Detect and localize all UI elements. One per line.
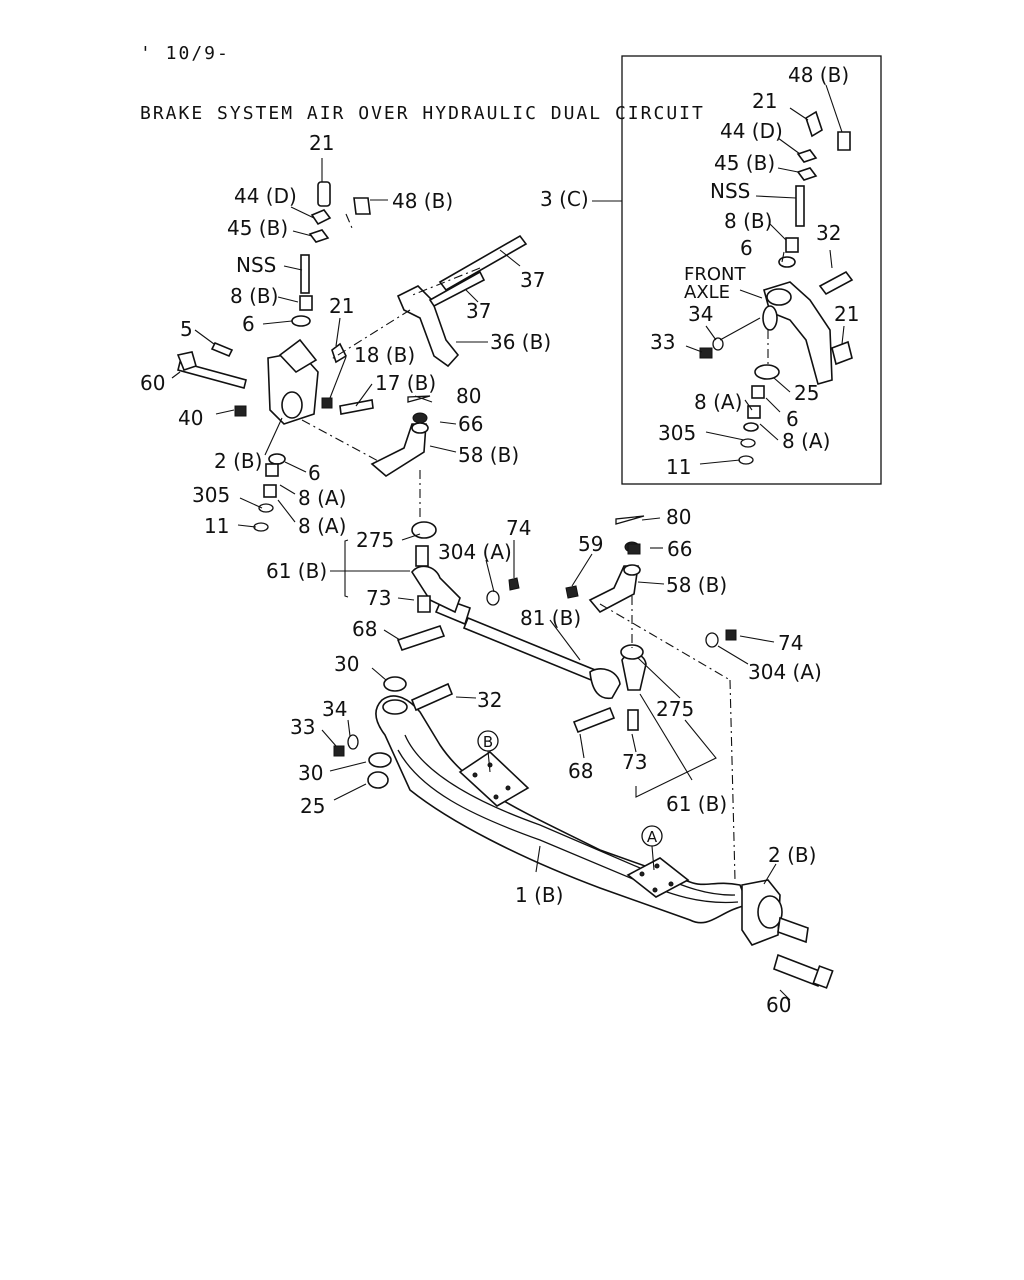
part-label: 305	[192, 483, 230, 507]
part-label: 17 (B)	[375, 371, 436, 395]
part-label: 275	[656, 697, 694, 721]
front-axle-label-line2: AXLE	[684, 282, 730, 303]
part-label: 1 (B)	[515, 883, 563, 907]
part-label: 44 (D)	[234, 184, 297, 208]
part-label: 21	[834, 302, 859, 326]
datum-marker-b: B	[477, 730, 499, 773]
upper-steering-knuckle	[176, 338, 319, 425]
part-label: 6	[740, 236, 753, 260]
left-tie-rod-end	[396, 545, 461, 651]
part-label: 40	[178, 406, 203, 430]
part-label: 304 (A)	[748, 660, 822, 684]
part-label: 36 (B)	[490, 330, 551, 354]
part-label: 37	[466, 299, 491, 323]
leader-lines	[171, 84, 845, 1001]
part-label: 33	[650, 330, 675, 354]
svg-text:A: A	[647, 828, 658, 846]
part-label: 8 (A)	[782, 429, 830, 453]
part-label: 61 (B)	[266, 559, 327, 583]
part-label: 25	[300, 794, 325, 818]
part-label: 45 (B)	[714, 151, 775, 175]
part-label: 6	[242, 312, 255, 336]
part-label: 44 (D)	[720, 119, 783, 143]
part-label: 37	[520, 268, 545, 292]
svg-text:B: B	[483, 733, 493, 751]
part-label: 34	[322, 697, 347, 721]
part-label: 8 (B)	[724, 209, 772, 233]
part-label: 48 (B)	[788, 63, 849, 87]
centerlines	[301, 213, 769, 881]
inset-ref-label: 3 (C)	[540, 187, 589, 211]
diagram-title: BRAKE SYSTEM AIR OVER HYDRAULIC DUAL CIR…	[140, 103, 705, 124]
part-label: 74	[778, 631, 803, 655]
part-label: 74	[506, 516, 531, 540]
part-label: 21	[329, 294, 354, 318]
inset-frame	[621, 55, 882, 485]
right-steering-knuckle	[741, 879, 834, 989]
part-label: 11	[204, 514, 229, 538]
small-parts	[210, 181, 737, 789]
part-label: 11	[666, 455, 691, 479]
part-label: 68	[352, 617, 377, 641]
part-label: 305	[658, 421, 696, 445]
part-label: 25	[794, 381, 819, 405]
part-label: 30	[334, 652, 359, 676]
part-labels: 21 44 (D) 48 (B) 45 (B) NSS 8 (B) 21 6 5…	[140, 63, 859, 1017]
part-label: 73	[622, 750, 647, 774]
part-label: 2 (B)	[214, 449, 262, 473]
part-label: 58 (B)	[458, 443, 519, 467]
knuckle-arm-58b-left	[370, 412, 429, 477]
part-label: 2 (B)	[768, 843, 816, 867]
part-label: 6	[786, 407, 799, 431]
part-label: 32	[477, 688, 502, 712]
diagram-header: ' 10/9- BRAKE SYSTEM AIR OVER HYDRAULIC …	[140, 4, 705, 144]
part-label: 68	[568, 759, 593, 783]
part-label: 6	[308, 461, 321, 485]
part-label: 73	[366, 586, 391, 610]
part-label: 66	[458, 412, 483, 436]
part-label: 81 (B)	[520, 606, 581, 630]
date-code: ' 10/9-	[140, 43, 230, 64]
part-label: 30	[298, 761, 323, 785]
part-label: 59	[578, 532, 603, 556]
part-label: 8 (A)	[694, 390, 742, 414]
part-label: 45 (B)	[227, 216, 288, 240]
part-label: 48 (B)	[392, 189, 453, 213]
inset-parts	[699, 110, 854, 465]
part-label: 80	[456, 384, 481, 408]
part-label: 5	[180, 317, 193, 341]
part-label: 275	[356, 528, 394, 552]
datum-marker-a: A	[641, 825, 663, 871]
part-label: 80	[666, 505, 691, 529]
part-label: 8 (A)	[298, 514, 346, 538]
part-label: 60	[140, 371, 165, 395]
part-label: 61 (B)	[666, 792, 727, 816]
part-label: NSS	[236, 253, 276, 277]
part-label: 8 (B)	[230, 284, 278, 308]
front-axle-label-line1: FRONT	[684, 264, 746, 285]
part-label: 58 (B)	[666, 573, 727, 597]
part-label: 304 (A)	[438, 540, 512, 564]
steering-arm-36b	[396, 234, 528, 368]
part-label: 32	[816, 221, 841, 245]
part-label: 34	[688, 302, 713, 326]
part-label: NSS	[710, 179, 750, 203]
part-label: 66	[667, 537, 692, 561]
part-label: 8 (A)	[298, 486, 346, 510]
part-label: 18 (B)	[354, 343, 415, 367]
part-label: 21	[309, 131, 334, 155]
part-label: 60	[766, 993, 791, 1017]
part-label: 33	[290, 715, 315, 739]
part-label: 21	[752, 89, 777, 113]
